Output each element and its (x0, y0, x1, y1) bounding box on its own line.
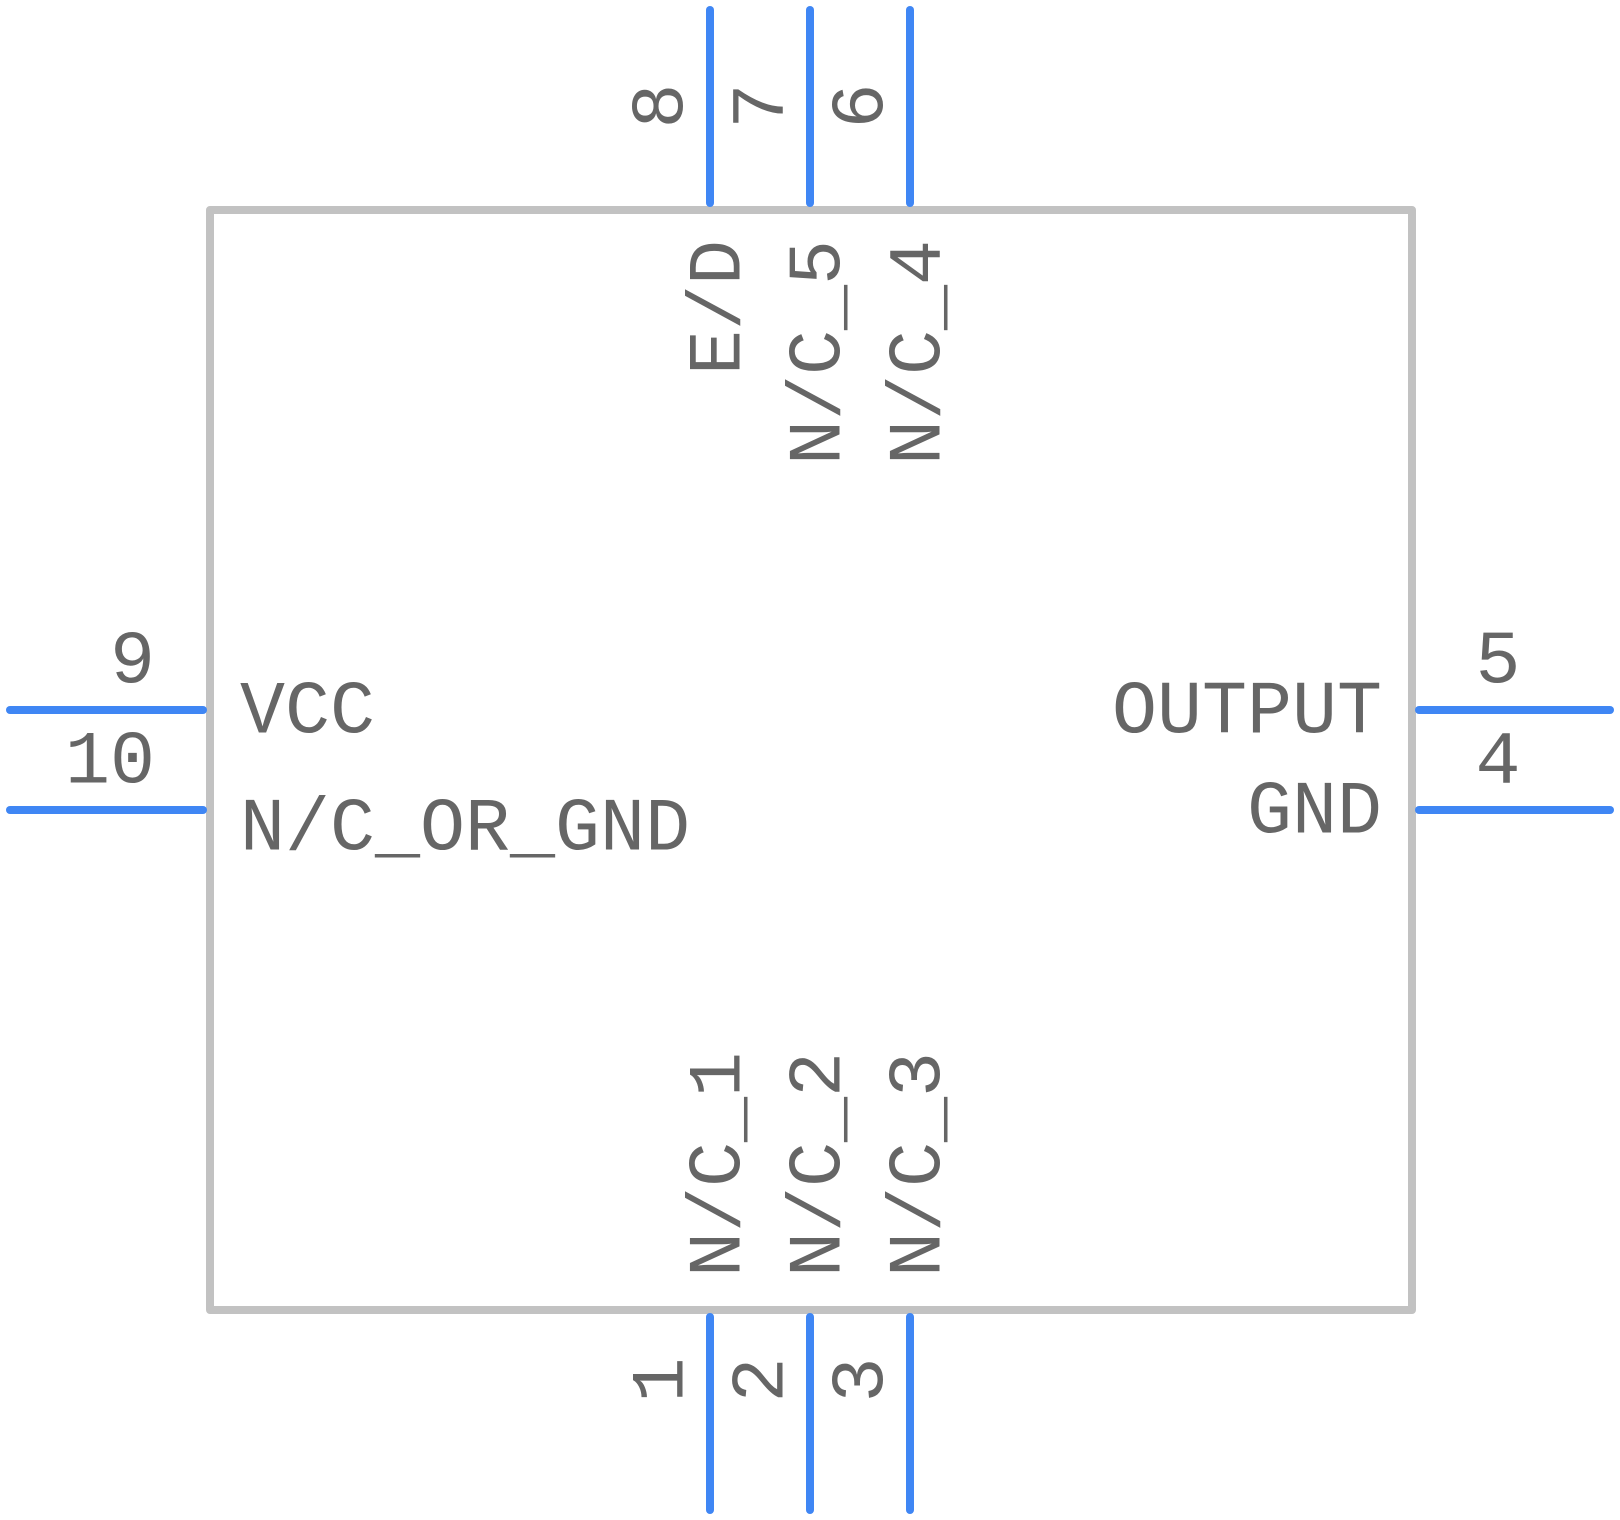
pin-name-10: N/C_OR_GND (240, 788, 690, 873)
pin-name-7: N/C_5 (778, 240, 863, 465)
pin-number-8: 8 (621, 83, 706, 128)
pin-name-4: GND (1247, 771, 1382, 856)
pin-number-10: 10 (65, 721, 155, 806)
pin-name-3: N/C_3 (878, 1052, 963, 1277)
pin-name-6: N/C_4 (878, 240, 963, 465)
pin-number-7: 7 (721, 83, 806, 128)
pin-number-4: 4 (1475, 721, 1520, 806)
pin-number-1: 1 (621, 1357, 706, 1402)
pin-number-9: 9 (110, 621, 155, 706)
pin-name-5: OUTPUT (1112, 671, 1382, 756)
pin-number-6: 6 (821, 83, 906, 128)
pin-number-2: 2 (721, 1357, 806, 1402)
pin-name-1: N/C_1 (678, 1052, 763, 1277)
component-body (206, 206, 1416, 1314)
pin-number-3: 3 (821, 1357, 906, 1402)
pin-name-8: E/D (678, 240, 763, 375)
pin-number-5: 5 (1475, 621, 1520, 706)
pin-name-9: VCC (240, 671, 375, 756)
pin-name-2: N/C_2 (778, 1052, 863, 1277)
